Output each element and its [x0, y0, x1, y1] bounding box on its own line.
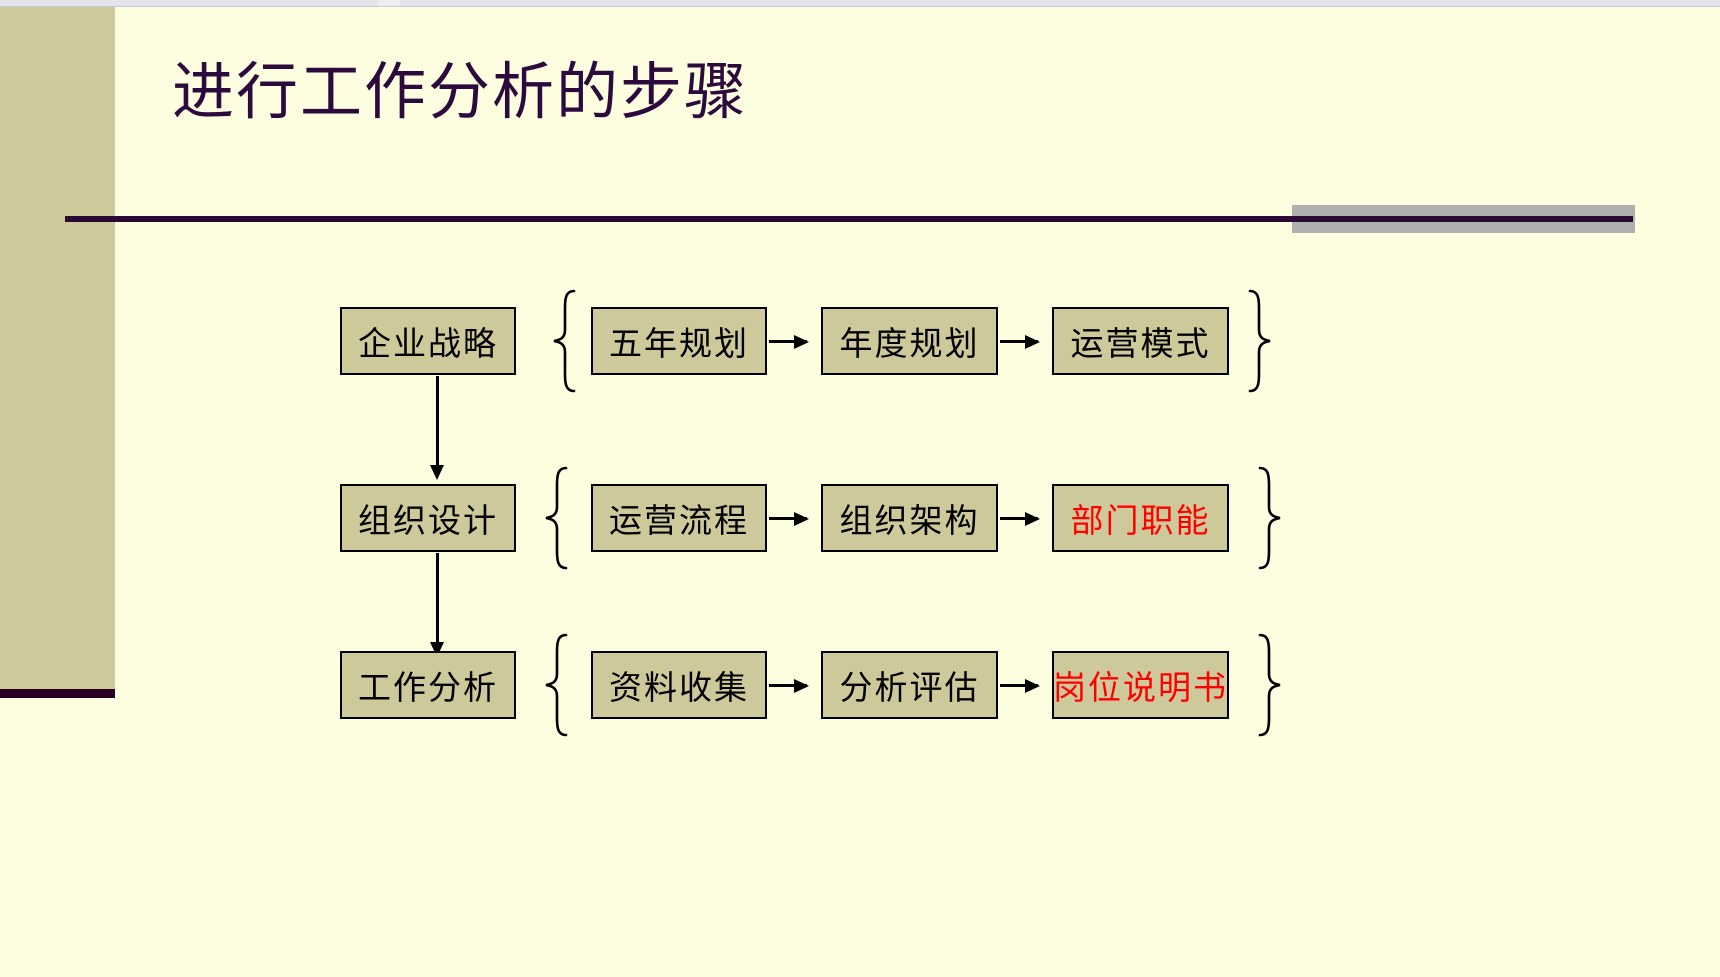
stage-box-row2: 组织设计	[340, 484, 516, 552]
arrow-row1-to-row2	[430, 376, 444, 480]
step-box-row1-0: 五年规划	[591, 307, 767, 375]
arrow-row2-0-to-1	[769, 511, 809, 526]
arrow-row1-1-to-2	[1000, 334, 1040, 349]
chrome-nub	[378, 0, 400, 6]
arrow-row3-0-to-1	[769, 678, 809, 693]
stage-box-row3: 工作分析	[340, 651, 516, 719]
step-box-row1-1: 年度规划	[821, 307, 998, 375]
arrow-row1-0-to-1	[769, 334, 809, 349]
group-brace-open-row1	[548, 288, 576, 394]
step-box-row3-1: 分析评估	[821, 651, 998, 719]
arrow-row3-1-to-2	[1000, 678, 1040, 693]
group-brace-open-row2	[540, 465, 568, 571]
step-box-row2-2: 部门职能	[1052, 484, 1229, 552]
arrow-row2-to-row3	[430, 553, 444, 657]
slide-sidebar-underbar	[0, 689, 115, 698]
group-brace-close-row3	[1258, 632, 1286, 738]
arrow-row2-1-to-2	[1000, 511, 1040, 526]
step-box-row2-0: 运营流程	[591, 484, 767, 552]
step-box-row3-0: 资料收集	[591, 651, 767, 719]
slide-left-sidebar-band	[0, 7, 115, 689]
window-chrome-strip	[0, 0, 1720, 7]
header-divider-rule	[65, 216, 1633, 222]
page-title: 进行工作分析的步骤	[172, 59, 749, 127]
step-box-row3-2: 岗位说明书	[1052, 651, 1229, 719]
step-box-row2-1: 组织架构	[821, 484, 998, 552]
step-box-row1-2: 运营模式	[1052, 307, 1229, 375]
group-brace-open-row3	[540, 632, 568, 738]
group-brace-close-row1	[1248, 288, 1276, 394]
stage-box-row1: 企业战略	[340, 307, 516, 375]
group-brace-close-row2	[1258, 465, 1286, 571]
